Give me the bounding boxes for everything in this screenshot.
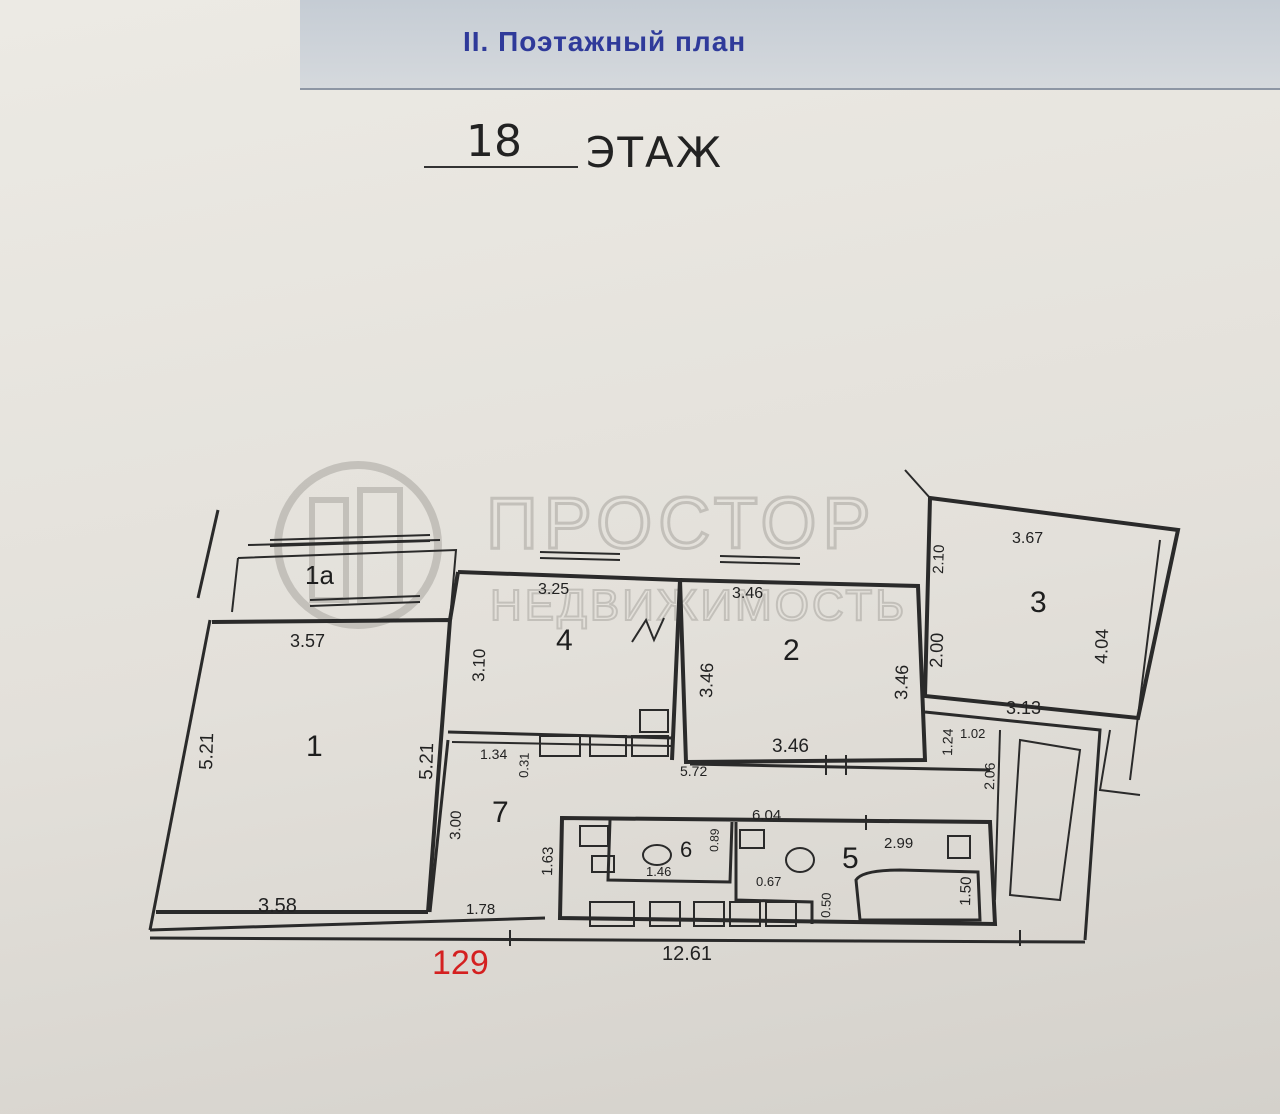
dimension-labels: 3.57 5.21 5.21 3.58 3.25 3.10 3.46 3.46 …	[196, 530, 1112, 965]
dim-label: 3.46	[772, 736, 809, 757]
dim-label: 1.50	[957, 876, 975, 906]
room-label-1a: 1а	[305, 560, 334, 590]
room-label-3: 3	[1030, 586, 1047, 619]
stove-icon	[639, 709, 669, 733]
dim-label: 0.31	[516, 752, 532, 778]
dim-label: 3.46	[696, 662, 717, 698]
kitchen-cabinet-icon	[631, 735, 669, 757]
dim-label: 2.99	[884, 835, 913, 852]
watermark-line2: НЕДВИЖИМОСТЬ	[490, 581, 907, 630]
dim-label: 3.13	[1006, 698, 1041, 718]
dimension-ticks	[509, 755, 1021, 946]
dim-label: 0.50	[818, 892, 834, 918]
dim-label: 5.72	[680, 763, 707, 779]
kitchen-cabinet-icon	[589, 735, 627, 757]
floor-number: 18	[466, 116, 522, 167]
walls	[148, 469, 1181, 944]
room-label-4: 4	[556, 624, 573, 657]
windows	[269, 534, 801, 607]
sink-icon	[785, 847, 815, 873]
fixtures	[539, 617, 971, 927]
cabinet-icon	[729, 901, 761, 927]
vent-shaft-icon	[631, 617, 665, 643]
room-label-5: 5	[842, 842, 859, 875]
dim-label: 2.00	[926, 632, 947, 668]
dim-label: 1.34	[480, 746, 507, 762]
dim-label: 12.61	[662, 943, 712, 965]
toilet-icon	[642, 844, 672, 866]
room-label-2: 2	[783, 634, 800, 667]
dim-label: 1.78	[466, 901, 495, 918]
dim-label: 1.02	[960, 726, 985, 741]
dim-label: 3.58	[258, 895, 297, 917]
header-band	[300, 0, 1280, 90]
dim-label: 3.67	[1012, 530, 1043, 547]
dim-label: 3.00	[447, 810, 465, 840]
kitchen-cabinet-icon	[539, 735, 581, 757]
dim-label: 0.67	[756, 874, 781, 889]
dim-label: 1.24	[939, 728, 956, 756]
dim-label: 3.25	[538, 581, 569, 598]
floor-word: ЭТАЖ	[586, 128, 723, 177]
dim-label: 0.89	[707, 828, 722, 852]
dim-label: 5.21	[416, 742, 438, 780]
dim-label: 2.10	[930, 544, 948, 574]
room-label-6: 6	[680, 837, 692, 862]
watermark: ПРОСТОР НЕДВИЖИМОСТЬ	[274, 461, 907, 631]
dim-label: 5.21	[196, 732, 218, 770]
bath-fixture-icon	[739, 829, 765, 849]
bath-fixture-icon	[591, 855, 615, 873]
cabinet-icon	[765, 901, 797, 927]
dim-label: 4.04	[1091, 628, 1112, 664]
room-label-1: 1	[306, 730, 323, 763]
room-label-7: 7	[492, 796, 509, 829]
dim-label: 6.04	[752, 807, 781, 824]
dim-label: 3.46	[732, 585, 763, 602]
bath-fixture-icon	[579, 825, 609, 847]
dim-label: 1.63	[539, 846, 557, 876]
dim-label: 1.46	[646, 864, 671, 879]
floor-underline	[424, 166, 578, 168]
cabinet-icon	[589, 901, 635, 927]
section-title: II. Поэтажный план	[463, 26, 747, 57]
cabinet-icon	[693, 901, 725, 927]
dim-label: 3.57	[290, 631, 325, 651]
dim-label: 3.46	[891, 664, 912, 700]
cabinet-icon	[649, 901, 681, 927]
dim-label: 3.10	[469, 648, 489, 682]
dim-label: 2.06	[981, 762, 998, 790]
room-labels: 1а 1 2 3 4 5 6 7	[305, 560, 1047, 875]
apartment-number: 129	[432, 944, 489, 982]
washer-icon	[947, 835, 971, 859]
